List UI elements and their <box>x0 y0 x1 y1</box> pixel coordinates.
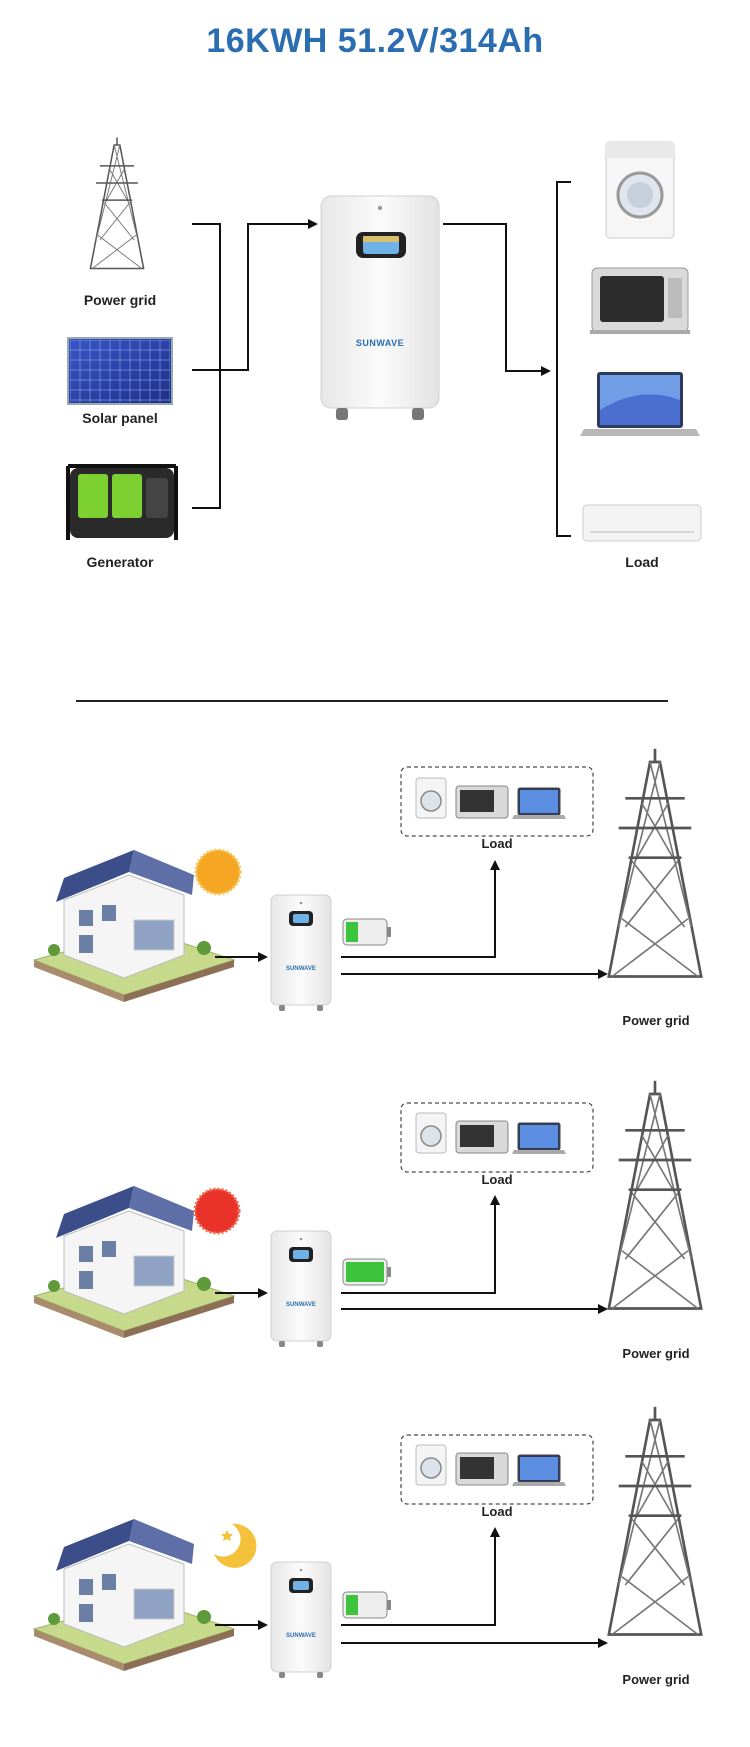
laptop-icon <box>580 372 700 436</box>
label-power-grid: Power grid <box>622 1672 690 1687</box>
label-solar-panel: Solar panel <box>82 410 158 426</box>
source-connector <box>192 219 318 509</box>
load-box <box>400 766 594 837</box>
section-divider <box>76 700 668 702</box>
transmission-tower-icon <box>607 1079 703 1310</box>
label-load: Load <box>625 554 659 570</box>
load-box <box>400 1434 594 1505</box>
label-load: Load <box>481 1504 513 1519</box>
house-icon <box>33 1518 235 1672</box>
battery-unit <box>270 894 332 1012</box>
appliances-icon <box>415 1112 567 1155</box>
sun-icon <box>194 848 242 896</box>
battery-level-icon <box>342 1258 391 1286</box>
label-power-grid: Power grid <box>622 1346 690 1361</box>
solar-panel-icon <box>67 337 173 405</box>
flow-arrows <box>215 1527 608 1648</box>
toaster-oven-icon <box>590 267 690 334</box>
moon-icon <box>214 1523 257 1568</box>
battery-unit <box>270 1561 332 1679</box>
battery-unit <box>270 1230 332 1348</box>
generator-icon <box>66 464 178 540</box>
air-conditioner-icon <box>582 504 702 542</box>
page-title: 16KWH 51.2V/314Ah <box>206 22 544 60</box>
label-load: Load <box>481 836 513 851</box>
transmission-tower-icon <box>89 136 145 270</box>
label-power-grid: Power grid <box>83 292 157 308</box>
appliances-icon <box>415 777 567 820</box>
transmission-tower-icon <box>607 1405 703 1636</box>
battery-unit <box>320 195 440 420</box>
sun-icon <box>193 1187 241 1235</box>
label-generator: Generator <box>86 554 154 570</box>
brand-logo: SUNWAVE <box>355 338 405 348</box>
label-power-grid: Power grid <box>622 1013 690 1028</box>
label-load: Load <box>481 1172 513 1187</box>
load-box <box>400 1102 594 1173</box>
flow-arrows <box>215 1195 608 1314</box>
load-connector <box>443 181 571 537</box>
appliances-icon <box>415 1444 567 1487</box>
washing-machine-icon <box>605 141 675 239</box>
flow-arrows <box>215 860 608 979</box>
transmission-tower-icon <box>607 747 703 978</box>
battery-level-icon <box>342 1591 391 1619</box>
battery-level-icon <box>342 918 391 946</box>
